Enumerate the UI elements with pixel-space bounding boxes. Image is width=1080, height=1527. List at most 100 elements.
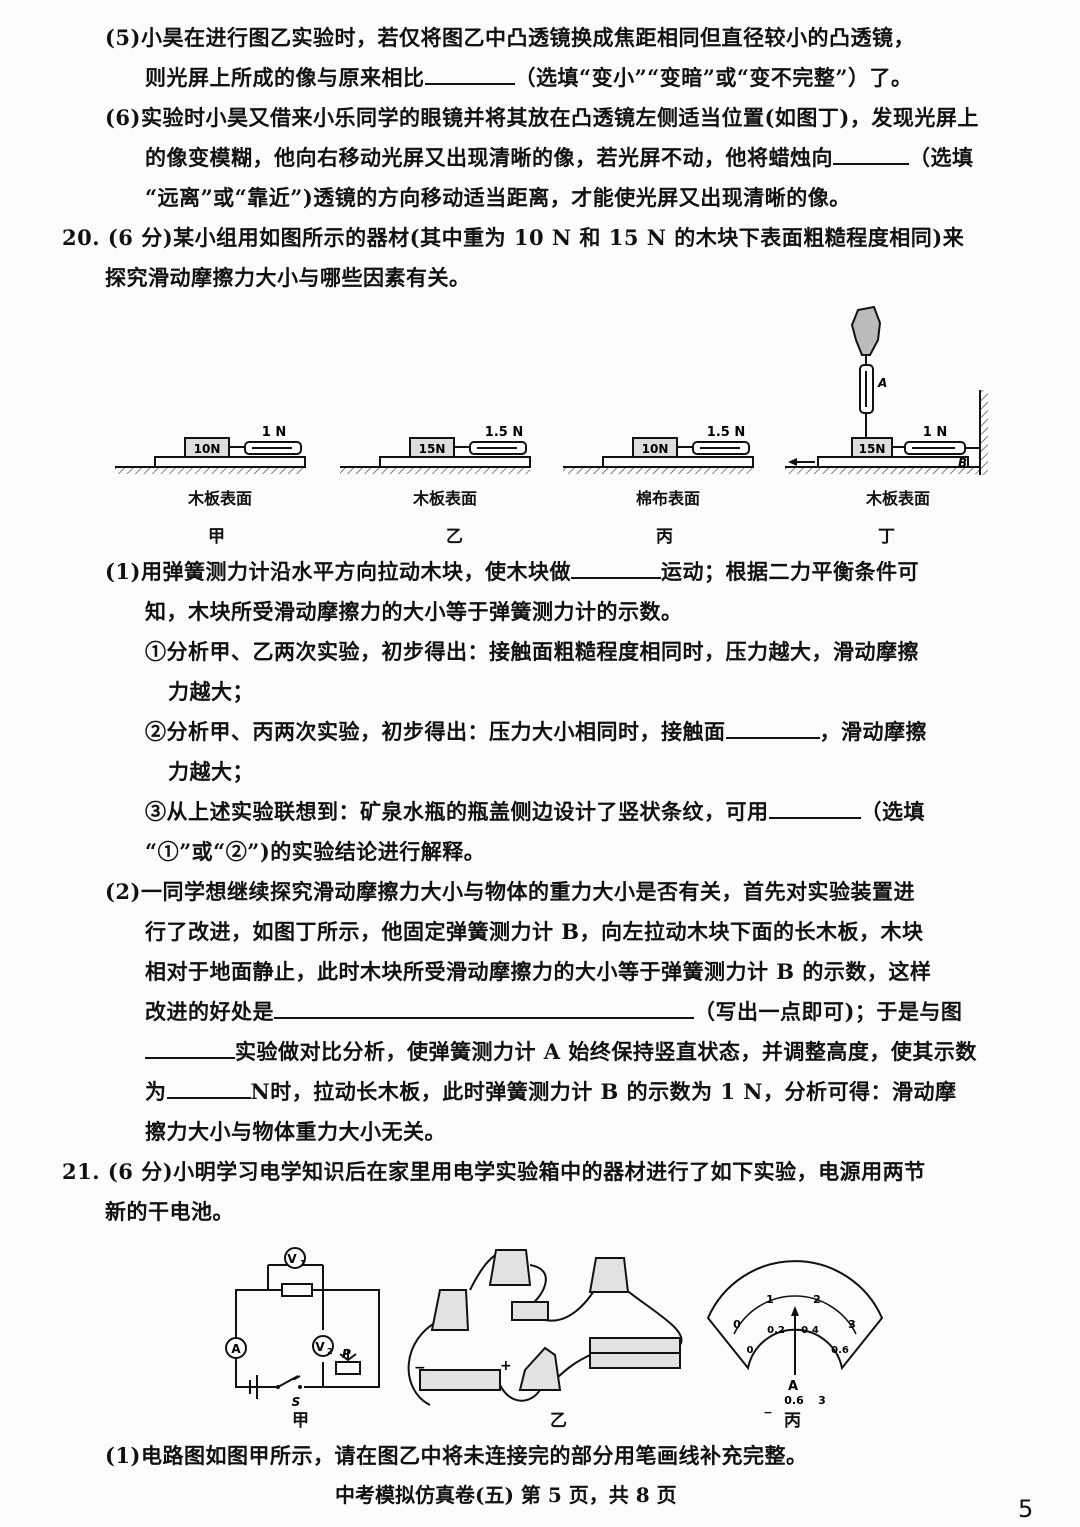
battery-positive-label: + [500,1358,512,1374]
block-weight-label: 15N [859,442,886,456]
voltmeter-v1-label: V [287,1252,297,1266]
wiring-diagram-yi [407,1249,683,1406]
q21-part1: (1)电路图如图甲所示，请在图乙中将未连接完的部分用笔画线补充完整。 [105,1443,808,1468]
inner-tick-label: 0.6 [831,1345,849,1356]
q19-part5-line1: (5)小昊在进行图乙实验时，若仅将图乙中凸透镜换成焦距相同但直径较小的凸透镜， [105,25,915,50]
circuit-figures: V 1 A V 2 P S [225,1247,884,1419]
circuit-diagram-jia [235,1264,380,1399]
q20-conclusion3-line2: “①”或“②”)的实验结论进行解释。 [145,839,486,864]
q20-part2-line3: 相对于地面静止，此时木块所受滑动摩擦力的大小等于弹簧测力计 B 的示数，这样 [145,959,932,984]
q20-part1-text-2: 运动；根据二力平衡条件可 [660,559,919,584]
figure-caption: 乙 [446,527,463,547]
figure-bing: 10N 1.5 N [563,425,754,474]
surface-label: 木板表面 [188,489,253,508]
spring-scale-reading: 1.5 N [707,425,745,440]
voltmeter-v2-icon [588,1257,630,1293]
ammeter-dial-bing: 0 1 2 3 0 0.2 0.4 0.6 A − 0.6 3 [706,1260,884,1419]
voltmeter-v1-subscript: 1 [300,1259,306,1268]
voltmeter-v1-icon [284,1247,306,1269]
spring-scale-reading: 1 N [262,425,286,440]
figure-caption: 乙 [550,1411,567,1431]
q20-part2-text-5: N时，拉动长木板，此时弹簧测力计 B 的示数为 1 N，分析可得：滑动摩 [250,1079,957,1104]
battery-box-icon [419,1369,501,1391]
q20-part2-line4: 改进的好处是（写出一点即可)；于是与图 [145,996,962,1026]
q20-conclusion3-text: ③从上述实验联想到：矿泉水瓶的瓶盖侧边设计了竖状条纹，可用 [145,799,769,824]
switch-label: S [292,1395,301,1409]
voltmeter-v2-icon [312,1335,334,1357]
spring-scale-reading: 1.5 N [485,425,523,440]
q20-conclusion2-line2: 力越大； [168,759,254,784]
figure-jia: 10N 1 N [115,425,306,474]
outer-tick-label: 2 [813,1293,821,1306]
ammeter-label: A [231,1342,241,1356]
figure-caption: 丙 [656,527,673,547]
q21-stem-line1: 21. (6 分)小明学习电学知识后在家里用电学实验箱中的器材进行了如下实验，电… [62,1159,926,1184]
q20-conclusion2-text: ②分析甲、丙两次实验，初步得出：压力大小相同时，接触面 [145,719,726,744]
figure-caption: 丁 [878,527,895,547]
q20-conclusion3-hint: （选填 [860,799,925,824]
answer-blank[interactable] [145,1039,235,1059]
voltmeter-v2-label: V [315,1340,325,1354]
block-weight-label: 15N [419,442,446,456]
q20-conclusion3-line1: ③从上述实验联想到：矿泉水瓶的瓶盖侧边设计了竖状条纹，可用 （选填 [145,796,925,826]
q20-stem-line2: 探究滑动摩擦力大小与哪些因素有关。 [105,265,471,290]
outer-tick-label: 1 [766,1293,774,1306]
unit-label: A [788,1379,798,1394]
spring-scale-reading: 1 N [923,425,947,440]
answer-blank[interactable] [570,559,661,579]
q20-part2-line5: 实验做对比分析，使弹簧测力计 A 始终保持竖直状态，并调整高度，使其示数 [145,1036,977,1066]
battery-negative-label: − [414,1360,426,1376]
inner-tick-label: 0 [747,1345,754,1356]
q19-part6-hint: （选填 [909,145,974,170]
q20-stem-line1: 20. (6 分)某小组用如图所示的器材(其中重为 10 N 和 15 N 的木… [62,225,965,250]
q20-part1-text: (1)用弹簧测力计沿水平方向拉动木块，使木块做 [105,559,571,584]
q21-stem-line2: 新的干电池。 [105,1199,234,1224]
figure-caption: 甲 [208,527,225,547]
answer-blank[interactable] [833,145,909,165]
figure-caption: 丙 [784,1411,801,1431]
figure-ding: 15N 1 N B A [785,305,988,475]
block-weight-label: 10N [194,442,221,456]
page-number: 5 [1018,1495,1034,1523]
meter-a-label: A [877,376,887,390]
figure-caption: 甲 [292,1411,309,1431]
switch-icon [518,1346,562,1391]
q20-conclusion2-line1: ②分析甲、丙两次实验，初步得出：压力大小相同时，接触面，滑动摩擦 [145,716,927,746]
outer-tick-label: 0 [733,1318,741,1331]
switch-icon [277,1375,299,1388]
surface-label: 木板表面 [413,489,478,508]
q19-part5-line2: 则光屏上所成的像与原来相比（选填“变小”“变暗”或“变不完整”）了。 [145,62,912,92]
q19-part6-line1: (6)实验时小昊又借来小乐同学的眼镜并将其放在凸透镜左侧适当位置(如图丁)，发现… [105,105,979,130]
q20-part2-line1: (2)一同学想继续探究滑动摩擦力大小与物体的重力大小是否有关，首先对实验装置进 [105,879,915,904]
q20-conclusion1-line1: ①分析甲、乙两次实验，初步得出：接触面粗糙程度相同时，压力越大，滑动摩擦 [145,639,919,664]
terminal-label: − [763,1406,772,1419]
inner-tick-label: 0.2 [767,1325,785,1336]
hand-icon [850,305,882,356]
answer-blank[interactable] [725,719,820,739]
answer-blank[interactable] [274,999,694,1019]
q20-part2-hint: （写出一点即可)；于是与图 [694,999,963,1024]
ammeter-icon [430,1289,470,1331]
q20-part1-line1: (1)用弹簧测力计沿水平方向拉动木块，使木块做 运动；根据二力平衡条件可 [105,556,919,586]
friction-experiment-figures: 10N 1 N 15N 1.5 N 10N [115,305,988,475]
answer-blank[interactable] [424,65,515,85]
resistor-icon [511,1301,549,1321]
page-footer: 中考模拟仿真卷(五) 第 5 页，共 8 页 [335,1483,677,1507]
q19-part6-line2: 的像变模糊，他向右移动光屏又出现清晰的像，若光屏不动，他将蜡烛向 （选填 [145,142,974,172]
meter-b-label: B [958,456,967,470]
terminal-label: 3 [818,1394,826,1407]
q19-part6-text: 的像变模糊，他向右移动光屏又出现清晰的像，若光屏不动，他将蜡烛向 [145,145,833,170]
q20-part2-line7: 擦力大小与物体重力大小无关。 [145,1119,446,1144]
answer-blank[interactable] [768,799,861,819]
q19-part5-hint: （选填“变小”“变暗”或“变不完整”）了。 [514,65,913,90]
inner-tick-label: 0.4 [801,1325,819,1336]
terminal-label: 0.6 [784,1394,804,1407]
ammeter-icon [225,1337,247,1359]
surface-label: 木板表面 [866,489,931,508]
rheostat-slider-label: P [342,1347,351,1361]
surface-label: 棉布表面 [636,489,701,508]
answer-blank[interactable] [166,1079,251,1099]
q19-part6-line3: “远离”或“靠近”)透镜的方向移动适当距离，才能使光屏又出现清晰的像。 [145,185,851,210]
